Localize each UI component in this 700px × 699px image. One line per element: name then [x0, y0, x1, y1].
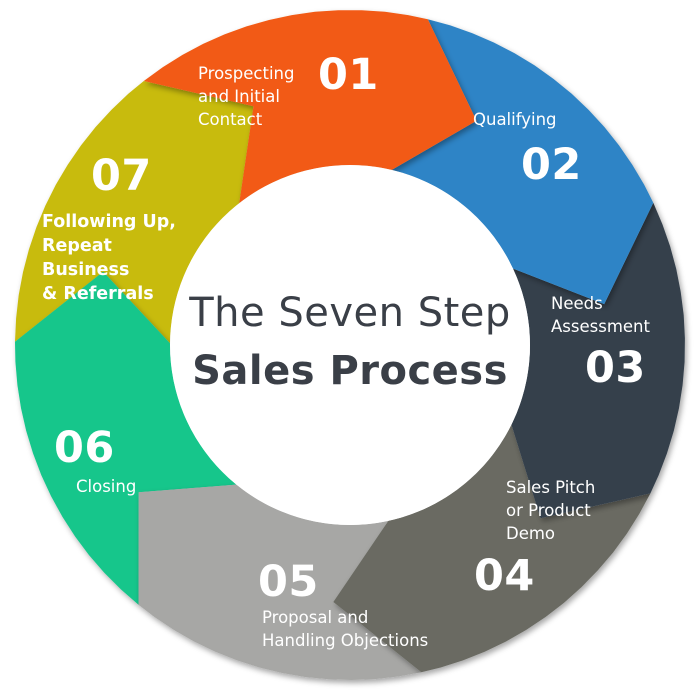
step-04-segment: [333, 424, 651, 673]
step-07-label-line: Following Up,: [42, 212, 176, 232]
step-06-number: 06: [54, 423, 115, 473]
step-03-label-line: Assessment: [551, 317, 650, 336]
step-01-label: Prospecting and Initial Contact: [198, 62, 294, 131]
step-05-label: Proposal and Handling Objections: [262, 606, 428, 652]
step-05-label-line: Proposal and: [262, 608, 369, 627]
step-03-label-line: Needs: [551, 294, 603, 313]
step-05-label-line: Handling Objections: [262, 631, 429, 650]
step-07-label-line: Business: [42, 260, 130, 280]
step-04-label-line: Demo: [506, 524, 556, 543]
step-06-label-line: Closing: [76, 477, 137, 496]
step-01-segment: [143, 10, 477, 204]
step-04-label: Sales Pitch or Product Demo: [506, 476, 595, 545]
step-01-label-line: Contact: [198, 110, 263, 129]
step-01-label-line: and Initial: [198, 87, 280, 106]
step-04-label-line: Sales Pitch: [506, 478, 596, 497]
step-06-segment: [15, 271, 237, 605]
step-02-segment: [391, 19, 654, 305]
step-03-number: 03: [585, 343, 646, 393]
step-05-number: 05: [258, 557, 319, 607]
step-01-number: 01: [318, 50, 379, 100]
step-02-number: 02: [521, 140, 582, 190]
center-circle: [170, 165, 530, 525]
step-02-label-line: Qualifying: [473, 110, 557, 129]
step-01-label-line: Prospecting: [198, 64, 295, 83]
step-04-label-line: or Product: [506, 501, 591, 520]
step-07-label-line: Repeat: [42, 236, 112, 256]
step-06-label: Closing: [76, 475, 136, 498]
step-07-number: 07: [91, 151, 152, 201]
step-03-label: Needs Assessment: [551, 292, 650, 338]
step-02-label: Qualifying: [473, 108, 557, 131]
step-07-label: Following Up, Repeat Business & Referral…: [42, 210, 176, 306]
step-05-segment: [138, 484, 422, 680]
title-line-1: The Seven Step: [189, 290, 511, 336]
step-07-label-line: & Referrals: [42, 284, 154, 304]
step-07-segment: [15, 81, 254, 344]
step-03-segment: [511, 202, 685, 519]
step-04-number: 04: [474, 551, 535, 601]
title-line-2: Sales Process: [192, 348, 508, 394]
